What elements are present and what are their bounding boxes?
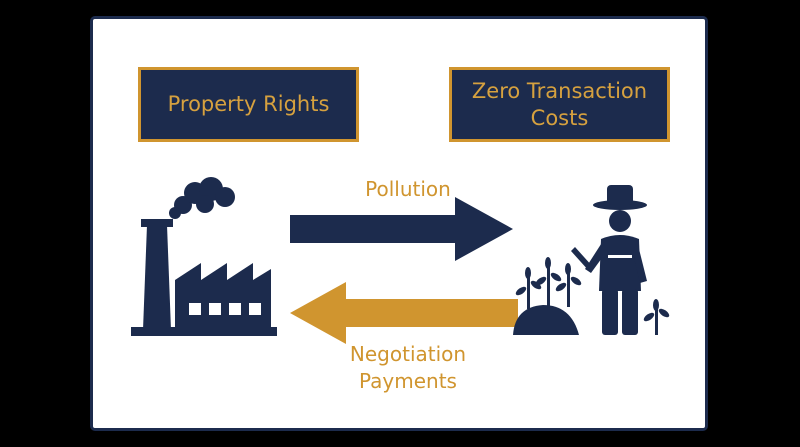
negotiation-payments-label: Negotiation Payments [349,342,467,393]
property-rights-label: Property Rights [167,92,330,116]
zero-transaction-costs-label: Zero Transaction Costs [471,78,648,130]
arrow-left-icon [290,282,518,344]
factory-icon [131,177,277,336]
arrow-right-icon [290,197,513,261]
diagram-frame: Property Rights Zero Transaction Costs P… [90,16,708,431]
zero-transaction-costs-box: Zero Transaction Costs [449,67,670,142]
pollution-label: Pollution [365,177,451,201]
farmer-icon [513,185,670,335]
property-rights-box: Property Rights [138,67,359,142]
